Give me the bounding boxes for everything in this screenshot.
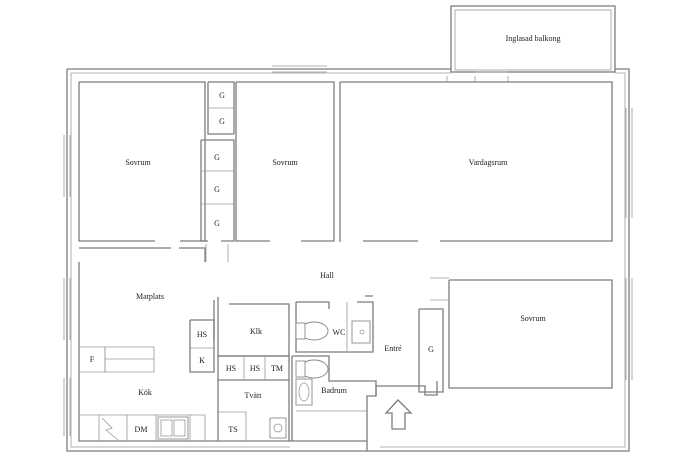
fixture-labels: G G G G G G HS K F HS HS TM TS DM xyxy=(90,91,434,434)
label-hs-3: HS xyxy=(250,364,260,373)
label-g-5: G xyxy=(214,219,220,228)
interior-walls xyxy=(78,71,613,442)
label-wc: WC xyxy=(333,328,346,337)
balcony xyxy=(450,5,616,73)
label-g-3: G xyxy=(214,153,220,162)
label-entrance: Entré xyxy=(384,344,402,353)
label-balcony: Inglasad balkong xyxy=(506,34,561,43)
label-kitchen: Kök xyxy=(138,388,152,397)
label-f: F xyxy=(90,355,95,364)
label-dm: DM xyxy=(135,425,148,434)
label-bedroom-left: Sovrum xyxy=(125,158,151,167)
label-laundry: Tvätt xyxy=(245,391,263,400)
label-dining: Matplats xyxy=(136,292,164,301)
label-g-1: G xyxy=(219,91,225,100)
label-g-4: G xyxy=(214,185,220,194)
label-bedroom-right: Sovrum xyxy=(520,314,546,323)
label-hs-1: HS xyxy=(197,330,207,339)
label-bathroom: Badrum xyxy=(321,386,348,395)
label-bedroom-middle: Sovrum xyxy=(272,158,298,167)
label-k: K xyxy=(199,356,205,365)
label-living-room: Vardagsrum xyxy=(469,158,508,167)
label-ts: TS xyxy=(228,425,237,434)
room-labels: Inglasad balkong Sovrum Sovrum Vardagsru… xyxy=(125,34,560,400)
fixtures xyxy=(101,320,371,441)
label-g-2: G xyxy=(219,117,225,126)
label-closet-room: Klk xyxy=(250,327,262,336)
label-hall: Hall xyxy=(320,271,335,280)
entrance-arrow xyxy=(384,399,413,430)
label-g-6: G xyxy=(428,345,434,354)
label-tm: TM xyxy=(271,364,283,373)
label-hs-2: HS xyxy=(226,364,236,373)
